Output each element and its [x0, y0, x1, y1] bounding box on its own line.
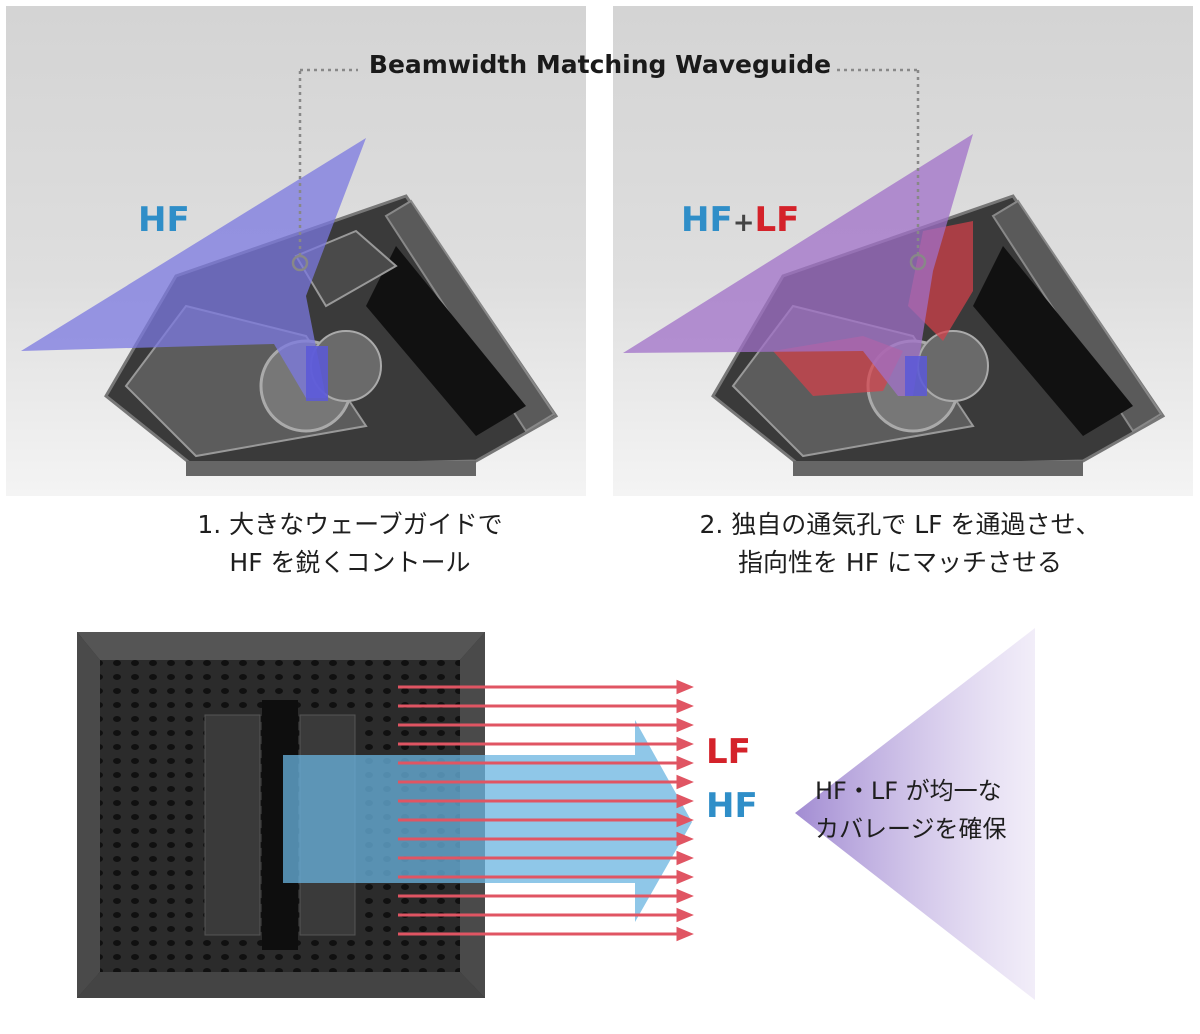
hf-lf-waveguide-panel: HF+LF — [613, 6, 1193, 496]
coverage-caption-line2: カバレージを確保 — [815, 815, 1007, 843]
coverage-diagram: LF HF — [0, 600, 1200, 1034]
speaker-cutaway-illustration-vented — [623, 68, 1166, 476]
diagram-title: Beamwidth Matching Waveguide — [368, 50, 832, 79]
hf-label-right: HF — [681, 200, 733, 240]
plus-sign: + — [732, 208, 755, 238]
hf-label-left: HF — [138, 200, 190, 240]
caption-left-line2: HF を鋭くコントール — [229, 548, 471, 577]
caption-left: 1. 大きなウェーブガイドで HF を鋭くコントール — [140, 506, 560, 582]
speaker-cutaway-illustration — [21, 68, 559, 476]
lf-arrows — [398, 679, 694, 942]
lf-label-right: LF — [754, 200, 800, 240]
caption-right: 2. 独自の通気孔で LF を通過させ、 指向性を HF にマッチさせる — [660, 506, 1140, 582]
hf-driver-throat — [306, 346, 328, 401]
lf-label-bottom: LF — [706, 732, 751, 772]
hf-driver-throat — [905, 356, 927, 396]
hf-label-bottom: HF — [706, 786, 758, 826]
caption-right-line1: 2. 独自の通気孔で LF を通過させ、 — [699, 510, 1101, 539]
coverage-caption-line1: HF・LF が均一な — [815, 777, 1002, 805]
caption-right-line2: 指向性を HF にマッチさせる — [737, 548, 1063, 577]
caption-left-line1: 1. 大きなウェーブガイドで — [197, 510, 503, 539]
hf-waveguide-panel: HF — [6, 6, 586, 496]
hf-dispersion-fan — [21, 138, 366, 398]
coverage-cone — [795, 628, 1035, 1000]
coverage-illustration — [77, 628, 1035, 1000]
coverage-caption: HF・LF が均一な カバレージを確保 — [815, 772, 1075, 848]
hf-plus-lf-label: HF+LF — [681, 200, 799, 240]
combined-dispersion-fan — [623, 134, 973, 396]
